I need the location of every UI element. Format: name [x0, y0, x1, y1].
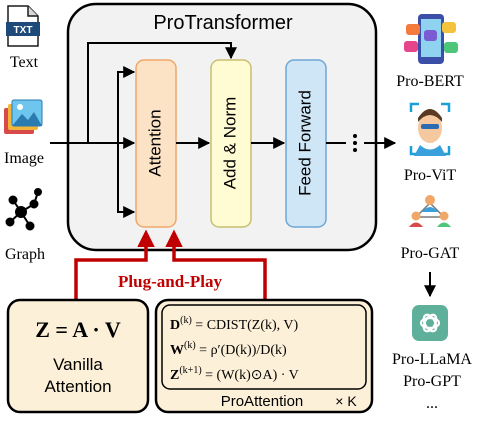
- add-norm-layer: Add & Norm: [210, 59, 252, 228]
- vanilla-label-line2: Attention: [44, 377, 111, 396]
- pro-attention-panel: D(k) = CDIST(Z(k), V) W(k) = ρ′(D(k))/D(…: [154, 298, 374, 414]
- people-network-icon: [409, 195, 451, 227]
- output-pro-gat: Pro-GAT: [401, 195, 460, 262]
- output-pro-vit: Pro-ViT: [404, 102, 457, 184]
- pro-attention-label: ProAttention: [221, 393, 304, 410]
- plug-and-play-label: Plug-and-Play: [118, 272, 222, 291]
- protransformer-title: ProTransformer: [153, 12, 293, 34]
- output-pro-llama-gpt: Pro-LLaMA Pro-GPT ...: [392, 305, 472, 412]
- attention-layer: Attention: [135, 59, 177, 228]
- input-label-text: Text: [10, 54, 39, 71]
- openai-logo-icon: [412, 305, 448, 341]
- pro-attention-eq1: D(k) = CDIST(Z(k), V): [170, 315, 299, 333]
- input-label-image: Image: [4, 150, 44, 167]
- input-graph: Graph: [5, 188, 45, 263]
- feed-forward-label: Feed Forward: [295, 90, 314, 196]
- ellipsis-dots: [353, 134, 357, 152]
- attention-label: Attention: [145, 109, 164, 176]
- pro-attention-repeat: × K: [335, 393, 357, 409]
- output-label-pro-gpt: Pro-GPT: [403, 373, 461, 390]
- output-label-pro-bert: Pro-BERT: [396, 73, 464, 90]
- plug-and-play-connector: [74, 229, 267, 300]
- pro-attention-eq3: Z(k+1) = (W(k)⊙A) · V: [170, 365, 299, 383]
- input-image: Image: [4, 99, 44, 167]
- text-file-icon: TXT: [6, 5, 40, 47]
- face-scan-icon: [409, 102, 451, 156]
- input-text: TXT Text: [6, 5, 40, 71]
- feed-forward-layer: Feed Forward: [285, 59, 327, 228]
- input-label-graph: Graph: [5, 246, 45, 263]
- phone-apps-icon: [404, 14, 458, 64]
- vanilla-label-line1: Vanilla: [53, 355, 103, 374]
- output-label-pro-gat: Pro-GAT: [401, 245, 460, 262]
- add-norm-label: Add & Norm: [220, 97, 239, 190]
- graph-network-icon: [5, 188, 42, 231]
- svg-text:TXT: TXT: [14, 25, 33, 36]
- output-label-pro-llama: Pro-LLaMA: [392, 351, 472, 368]
- flow-arrows: [50, 42, 397, 218]
- output-label-more: ...: [426, 395, 438, 412]
- output-pro-bert: Pro-BERT: [396, 14, 464, 90]
- output-label-pro-vit: Pro-ViT: [404, 167, 457, 184]
- vanilla-formula: Z = A · V: [35, 317, 121, 342]
- vanilla-attention-panel: Z = A · V Vanilla Attention: [6, 298, 150, 414]
- image-stack-icon: [4, 99, 43, 134]
- pro-attention-eq2: W(k) = ρ′(D(k))/D(k): [170, 340, 287, 358]
